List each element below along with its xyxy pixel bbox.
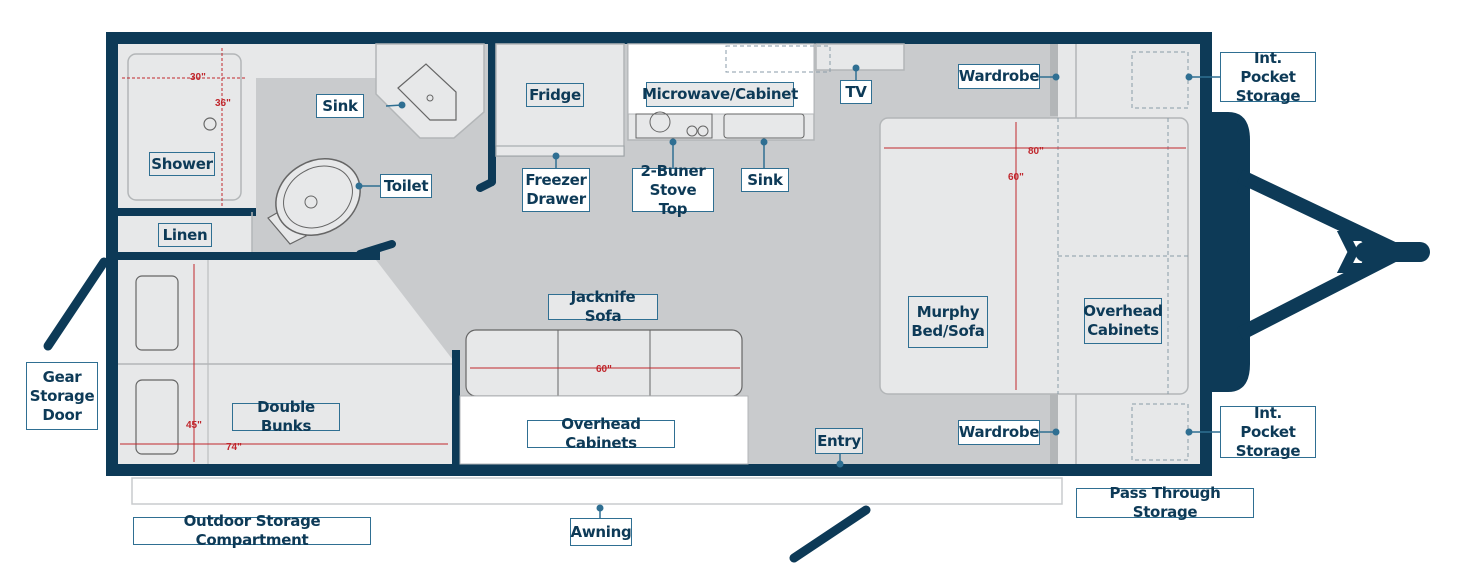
freezer-drawer-box: [495, 145, 625, 157]
dim-shower-width: 30": [190, 72, 206, 83]
linen-label: Linen: [158, 223, 212, 247]
murphy-bed: [879, 117, 1189, 395]
entry-label: Entry: [815, 428, 863, 454]
trailer-hitch: [1212, 112, 1430, 392]
tv-unit: [815, 43, 905, 71]
murphy-bed-sofa-label: Murphy Bed/Sofa: [908, 296, 988, 348]
leader-lines: [360, 68, 1220, 518]
int-pocket-storage-top-label: Int. Pocket Storage: [1220, 49, 1316, 105]
kitchen-sink-label: Sink: [741, 168, 789, 192]
wardrobe-top-box: [1050, 44, 1058, 116]
bath-sink-bowl: [397, 63, 457, 121]
shower-label: Shower: [149, 152, 215, 176]
overhead-cabinets-side-label: Overhead Cabinets: [527, 415, 675, 452]
fridge-label: Fridge: [526, 83, 584, 107]
bunk-area: [118, 252, 460, 466]
dim-bed-length: 60": [1008, 172, 1024, 183]
int-pocket-storage-bottom-label: Int. Pocket Storage: [1220, 404, 1316, 460]
outdoor-storage-strip: [131, 477, 1063, 505]
jacknife-sofa: [465, 329, 743, 397]
tv-label: TV: [840, 80, 872, 104]
toilet-label: Toilet: [380, 174, 432, 198]
wardrobe-bottom-box: [1050, 394, 1058, 464]
dim-bunk-length: 74": [226, 442, 242, 453]
gear-storage-door-label: Gear Storage Door: [26, 362, 98, 430]
dim-bunk-width: 45": [186, 420, 202, 431]
bunk-pillow-upper: [135, 275, 179, 351]
dim-bed-width: 80": [1028, 146, 1044, 157]
stove-top-label: 2-Buner Stove Top: [632, 162, 714, 218]
freezer-drawer-label: Freezer Drawer: [522, 168, 590, 212]
gear-door: [43, 257, 109, 351]
microwave-cabinet-label: Microwave/Cabinet: [642, 82, 798, 107]
wardrobe-bottom-label: Wardrobe: [958, 420, 1040, 445]
toilet-fixture: [267, 158, 361, 245]
shower-drain: [203, 117, 217, 131]
jacknife-sofa-label: Jacknife Sofa: [548, 288, 658, 325]
bunk-pillow-lower: [135, 379, 179, 455]
double-bunks-label: Double Bunks: [232, 398, 340, 435]
dimension-lines: [120, 48, 1186, 462]
dim-shower-depth: 36": [215, 98, 231, 109]
entry-door: [789, 505, 871, 563]
dim-sofa-width: 60": [596, 364, 612, 375]
awning-label: Awning: [570, 518, 632, 546]
kitchen-sink-bowl: [723, 113, 805, 139]
wardrobe-top-label: Wardrobe: [958, 64, 1040, 89]
overhead-cabinets-front-label: Overhead Cabinets: [1083, 298, 1163, 344]
stove-top: [635, 111, 713, 139]
bath-sink-label: Sink: [316, 94, 364, 118]
pass-through-storage-label: Pass Through Storage: [1076, 484, 1254, 521]
bath-counter: [256, 44, 376, 78]
shower-pan: [127, 53, 242, 201]
outdoor-storage-compartment-label: Outdoor Storage Compartment: [133, 512, 371, 549]
